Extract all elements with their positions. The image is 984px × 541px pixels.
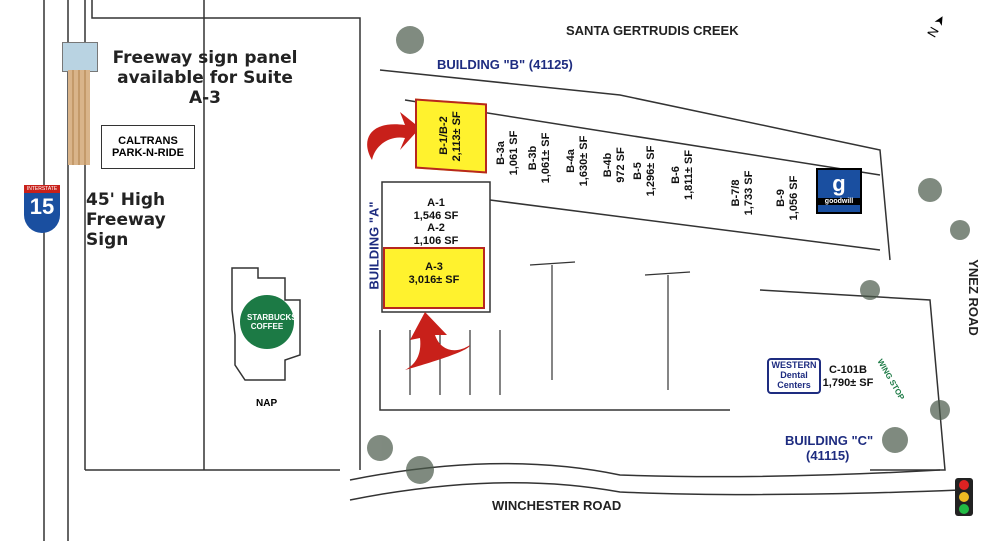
western-dental-logo: WESTERN Dental Centers: [767, 358, 821, 394]
sign-panel-callout: Freeway sign panel available for Suite A…: [112, 48, 298, 108]
park-n-ride-label: CALTRANS PARK-N-RIDE: [101, 125, 195, 169]
starbucks-logo: STARBUCKS COFFEE: [240, 295, 297, 349]
building-c-address: (41115): [806, 448, 850, 463]
road-label-north: SANTA GERTRUDIS CREEK: [566, 23, 739, 38]
red-arrow-a3: [405, 312, 470, 370]
freeway-sign-panel-icon: [62, 42, 98, 72]
road-label-east: YNEZ ROAD: [965, 259, 981, 336]
red-arrow-b1: [367, 112, 420, 160]
building-a-label: BUILDING "A": [366, 201, 382, 290]
building-c-label: BUILDING "C": [785, 433, 874, 448]
road-label-south: WINCHESTER ROAD: [492, 498, 622, 513]
nap-label: NAP: [256, 398, 278, 409]
building-b-label: BUILDING "B" (41125): [437, 57, 573, 72]
freeway-sign-pylon-icon: [68, 70, 90, 165]
freeway-sign-callout: 45' High Freeway Sign: [86, 190, 166, 250]
traffic-light-icon: [955, 478, 973, 516]
interstate-shield-icon: INTERSTATE 15: [24, 185, 60, 233]
